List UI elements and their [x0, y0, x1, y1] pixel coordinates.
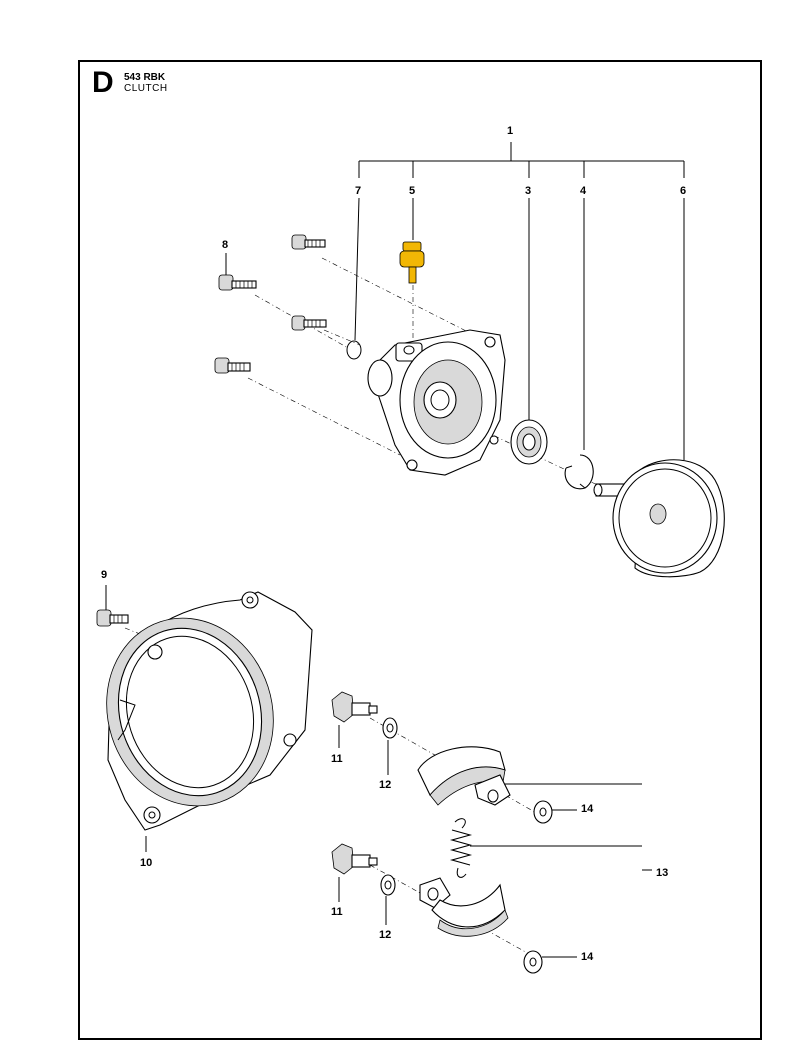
callout-12a: 12 [379, 779, 391, 791]
section-letter: D [92, 66, 114, 99]
washer-12-upper [382, 717, 398, 775]
callout-3: 3 [525, 185, 531, 197]
callout-14b: 14 [581, 951, 594, 963]
callout-1: 1 [507, 125, 513, 137]
callout-5: 5 [409, 185, 415, 197]
callout-9: 9 [101, 569, 107, 581]
retaining-clip-7 [346, 340, 362, 360]
screw-8-lower [291, 315, 327, 331]
clutch-drum-6 [593, 459, 725, 578]
bearing-3 [510, 419, 548, 465]
screw-9 [96, 585, 129, 627]
callout-6: 6 [680, 185, 686, 197]
circlip-4 [564, 454, 594, 490]
callout-4: 4 [580, 185, 587, 197]
clutch-spring-13 [449, 818, 652, 878]
assembly-1-bracket [354, 142, 685, 460]
clutch-housing [367, 329, 506, 476]
clutch-shoe-upper [417, 746, 642, 806]
washer-14-upper [533, 800, 577, 824]
clutch-shoe-lower [419, 877, 509, 937]
screw-8-bottom [214, 357, 251, 374]
shoulder-screw-11-lower [331, 843, 378, 902]
grease-nipple-5 [399, 241, 425, 284]
callout-11b: 11 [331, 906, 343, 918]
callout-11a: 11 [331, 753, 343, 765]
screw-8-top [291, 234, 326, 250]
model-name: 543 RBK [124, 72, 166, 83]
shoulder-screw-11-upper [331, 691, 378, 748]
section-name: CLUTCH [124, 83, 168, 94]
callout-10: 10 [140, 857, 152, 869]
washer-12-lower [380, 874, 396, 925]
callout-8: 8 [222, 239, 228, 251]
callout-13: 13 [656, 867, 668, 879]
clutch-cover-10 [106, 591, 313, 852]
callout-7: 7 [355, 185, 361, 197]
washer-14-lower [523, 950, 577, 974]
screw-8-middle [218, 274, 257, 291]
callout-14a: 14 [581, 803, 594, 815]
callout-12b: 12 [379, 929, 391, 941]
